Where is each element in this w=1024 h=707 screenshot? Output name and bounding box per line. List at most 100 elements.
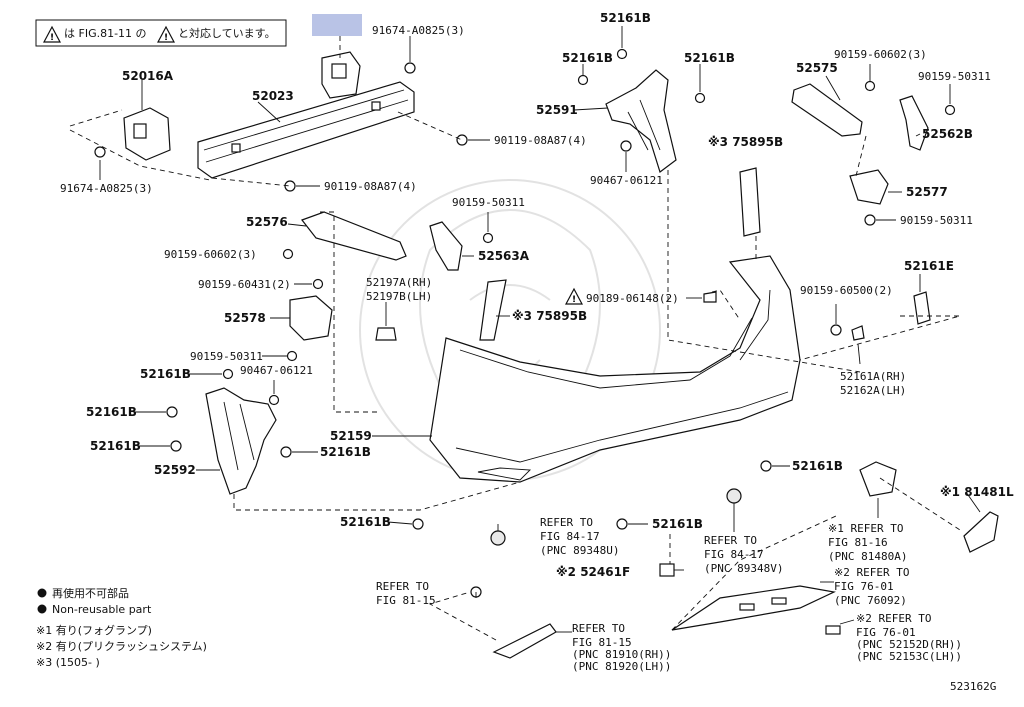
label-52162A: 52162A(LH): [840, 384, 906, 397]
label-90159-60431: 90159-60431(2): [198, 278, 291, 291]
side-bracket-52591: [577, 48, 706, 173]
label-52161B: 52161B: [652, 517, 703, 531]
legend: 再使用不可部品 Non-reusable part ※1 有り(フォグランプ) …: [36, 586, 207, 669]
bracket-52578: [289, 295, 333, 341]
header-note-text-b: と対応しています。: [178, 26, 276, 40]
label-52563A: 52563A: [478, 249, 530, 263]
label-90159-60500: 90159-60500(2): [800, 284, 893, 297]
label-52016A: 52016A: [122, 69, 174, 83]
label-90467: 90467-06121: [240, 364, 313, 377]
label-90159-60602: 90159-60602(3): [164, 248, 257, 261]
label-52562B: 52562B: [922, 127, 973, 141]
leader-lines: [99, 26, 981, 633]
refer-label: (PNC 76092): [834, 594, 907, 607]
legend-note-1: ※1 有り(フォグランプ): [36, 623, 152, 637]
legend-note-2: ※2 有り(プリクラッシュシステム): [36, 639, 207, 653]
label-90119: 90119-08A87(4): [324, 180, 417, 193]
refer-label: FIG 81-15: [376, 594, 436, 607]
label-52576: 52576: [246, 215, 288, 229]
clip-52161B-right: [760, 460, 772, 472]
refer-label: (PNC 89348V): [704, 562, 783, 575]
warning-icon: [43, 25, 61, 43]
part-labels: 52161B 91674-A0825(3) 52016A 52023 52161…: [60, 11, 1014, 693]
label-52159: 52159: [330, 429, 372, 443]
label-52197B: 52197B(LH): [366, 290, 432, 303]
label-52161E: 52161E: [904, 259, 954, 273]
bumper-cover: [429, 255, 801, 483]
clip-52197: [375, 327, 397, 341]
legend-nonreuse-en: Non-reusable part: [52, 603, 152, 616]
refer-label: ※2 REFER TO: [834, 566, 909, 579]
bracket-52577: [849, 169, 889, 205]
fog-lamp-81481L: [963, 511, 999, 553]
refer-label: REFER TO: [540, 516, 593, 529]
label-90159-50311: 90159-50311: [900, 214, 973, 227]
refer-label: (PNC 52153C(LH)): [856, 650, 962, 663]
label-52591: 52591: [536, 103, 578, 117]
tape-75895B-mid: [479, 279, 507, 341]
label-90159-60602: 90159-60602(3): [834, 48, 927, 61]
refer-label: FIG 84-17: [540, 530, 600, 543]
label-52161B: 52161B: [684, 51, 735, 65]
label-52461F: ※2 52461F: [556, 565, 630, 579]
sensor-52461F: [659, 563, 675, 577]
side-bracket-52592: [166, 368, 292, 495]
clip-52161B-bottom2: [616, 518, 628, 530]
warning-icon: [157, 25, 175, 43]
refer-label: REFER TO: [572, 622, 625, 635]
clip-52161B-bottom: [412, 518, 424, 530]
label-75895B: ※3 75895B: [512, 309, 587, 323]
svg-text:!: !: [572, 295, 576, 305]
refer-label: FIG 81-16: [828, 536, 888, 549]
label-52575: 52575: [796, 61, 838, 75]
label-52161B: 52161B: [600, 11, 651, 25]
bracket-52161E: [913, 291, 931, 325]
label-52161B: 52161B: [340, 515, 391, 529]
label-90159-50311: 90159-50311: [918, 70, 991, 83]
label-90119: 90119-08A87(4): [494, 134, 587, 147]
label-52161B: 52161B: [792, 459, 843, 473]
reflector-part: [492, 623, 557, 659]
refer-label: (PNC 52152D(RH)): [856, 638, 962, 651]
label-52197A: 52197A(RH): [366, 276, 432, 289]
refer-label: REFER TO: [376, 580, 429, 593]
label-91674: 91674-A0825(3): [60, 182, 153, 195]
refer-label: FIG 76-01: [856, 626, 916, 639]
label-91674: 91674-A0825(3): [372, 24, 465, 37]
refer-label: (PNC 81480A): [828, 550, 907, 563]
label-75895B: ※3 75895B: [708, 135, 783, 149]
assembly-lines: [69, 36, 961, 641]
label-90467: 90467-06121: [590, 174, 663, 187]
label-52161A: 52161A(RH): [840, 370, 906, 383]
header-note-text-a: は FIG.81-11 の: [64, 27, 147, 40]
label-52592: 52592: [154, 463, 196, 477]
label-52577: 52577: [906, 185, 948, 199]
bumper-reinforcement: [197, 81, 415, 179]
legend-note-3: ※3 (1505- ): [36, 656, 100, 669]
refer-label: (PNC 89348U): [540, 544, 619, 557]
header-note: ! は FIG.81-11 の ! と対応しています。: [35, 19, 287, 47]
label-90159-50311: 90159-50311: [452, 196, 525, 209]
refer-label: ※2 REFER TO: [856, 612, 931, 625]
refer-label: FIG 76-01: [834, 580, 894, 593]
refer-label: FIG 81-15: [572, 636, 632, 649]
label-52161B: 52161B: [320, 445, 371, 459]
highlight-marker: [312, 14, 362, 36]
bracket-52576: [301, 211, 407, 261]
bracket-52563A: [429, 221, 463, 271]
label-52023: 52023: [252, 89, 294, 103]
svg-text:!: !: [164, 33, 168, 43]
legend-nonreuse-jp: 再使用不可部品: [52, 586, 129, 600]
bracket-52575: [791, 83, 863, 137]
label-52161B: 52161B: [562, 51, 613, 65]
refer-label: REFER TO: [704, 534, 757, 547]
bracket-top: [284, 51, 468, 192]
bracket-52016A: [94, 107, 171, 161]
fog-lamp-bracket: [859, 461, 897, 497]
bracket-52562B: [899, 95, 929, 151]
refer-label: (PNC 81920(LH)): [572, 660, 671, 673]
label-90189: 90189-06148(2): [586, 292, 679, 305]
refer-label: ※1 REFER TO: [828, 522, 903, 535]
tape-75895B-top: [739, 167, 761, 237]
